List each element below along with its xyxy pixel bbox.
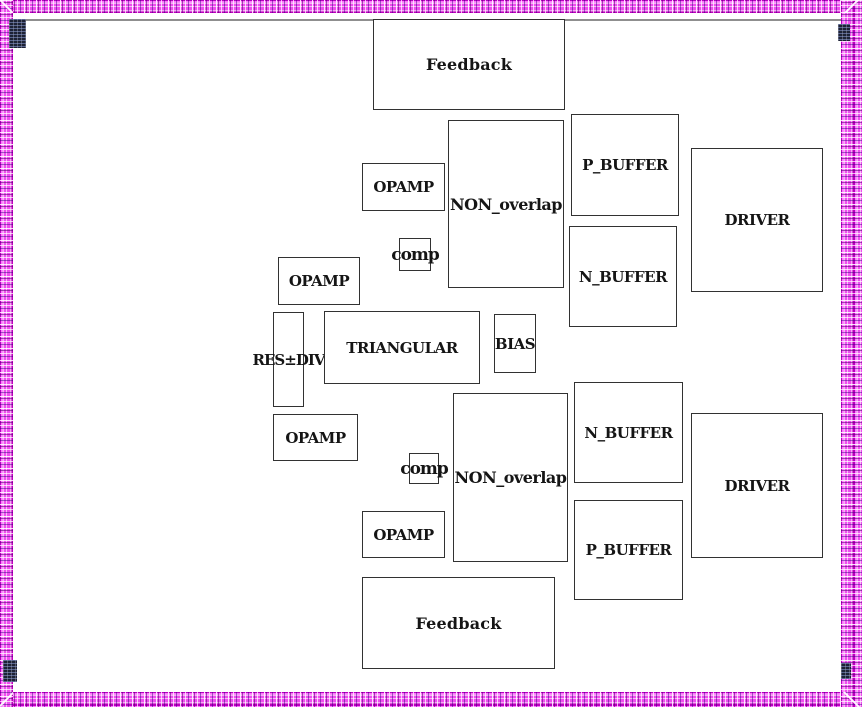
block-feedback-top-label: Feedback (425, 55, 512, 74)
block-comp-bottom-label: comp (400, 458, 449, 479)
block-n-buffer-bottom: N_BUFFER (574, 382, 683, 483)
block-non-overlap-bottom-label: NON_overlap (454, 468, 567, 487)
block-feedback-bottom: Feedback (362, 577, 555, 669)
pad-ring-corner-bottom-right (841, 692, 862, 707)
pad-ring-corner-top-left (0, 0, 13, 13)
block-res-div: RES±DIV (253, 312, 325, 407)
block-opamp-4: OPAMP (362, 511, 445, 558)
block-opamp-2: OPAMP (278, 257, 360, 305)
block-non-overlap-bottom: NON_overlap (453, 393, 568, 562)
block-bias: BIAS (494, 314, 536, 373)
pad-ring-marker-left-lower (3, 660, 17, 682)
block-driver-top: DRIVER (691, 148, 823, 292)
pad-ring-top (0, 0, 862, 13)
block-opamp-4-label: OPAMP (373, 525, 434, 544)
block-driver-top-label: DRIVER (724, 211, 790, 229)
block-p-buffer-bottom-label: P_BUFFER (585, 541, 672, 559)
block-opamp-3: OPAMP (273, 414, 358, 461)
block-opamp-2-label: OPAMP (288, 272, 350, 290)
block-p-buffer-top-label: P_BUFFER (582, 156, 668, 174)
block-n-buffer-top: N_BUFFER (569, 226, 677, 327)
block-opamp-1-label: OPAMP (373, 178, 434, 196)
pad-ring-marker-top-right (838, 24, 850, 41)
block-driver-bottom-label: DRIVER (724, 476, 790, 495)
pad-ring-left (0, 0, 13, 707)
block-p-buffer-bottom: P_BUFFER (574, 500, 683, 600)
block-non-overlap-top-label: NON_overlap (450, 194, 562, 214)
pad-ring-corner-bottom-left (0, 692, 13, 707)
pad-ring-bottom (0, 692, 862, 707)
block-bias-label: BIAS (494, 334, 536, 353)
block-opamp-1: OPAMP (362, 163, 445, 211)
block-n-buffer-top-label: N_BUFFER (578, 267, 668, 286)
block-res-div-label: RES±DIV (252, 350, 326, 369)
block-n-buffer-bottom-label: N_BUFFER (584, 423, 673, 442)
block-p-buffer-top: P_BUFFER (571, 114, 679, 216)
block-non-overlap-top: NON_overlap (448, 120, 564, 288)
block-driver-bottom: DRIVER (691, 413, 823, 558)
block-triangular-label: TRIANGULAR (346, 338, 458, 357)
pad-ring-marker-top-left (9, 19, 26, 48)
block-comp-top-label: comp (391, 244, 440, 265)
block-feedback-bottom-label: Feedback (415, 613, 502, 633)
pad-ring-corner-top-right (841, 0, 862, 13)
pad-ring-marker-right-lower (841, 663, 851, 679)
block-triangular: TRIANGULAR (324, 311, 480, 384)
block-comp-top: comp (391, 238, 440, 271)
block-opamp-3-label: OPAMP (285, 428, 346, 447)
block-comp-bottom: comp (400, 453, 449, 484)
block-feedback-top: Feedback (373, 19, 565, 110)
pad-ring-right (841, 0, 862, 707)
